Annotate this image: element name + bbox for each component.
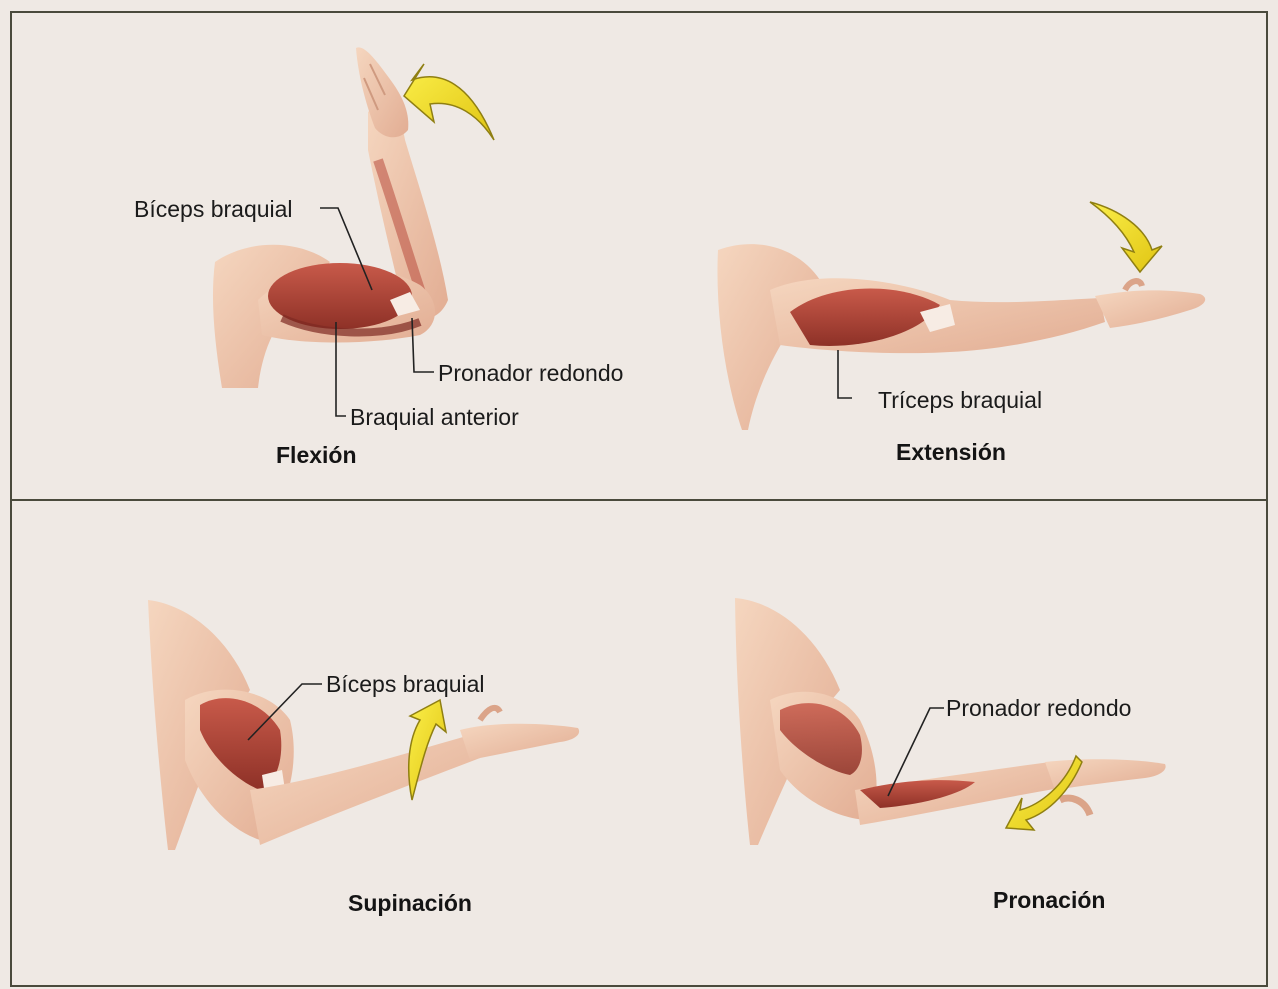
flexion-pronador-label: Pronador redondo: [438, 362, 623, 385]
flexion-title: Flexión: [276, 444, 357, 467]
flexion-biceps-label: Bíceps braquial: [134, 198, 293, 221]
pronation-pronador-label: Pronador redondo: [946, 697, 1131, 720]
supination-biceps-label: Bíceps braquial: [326, 673, 485, 696]
extension-triceps-label: Tríceps braquial: [878, 389, 1042, 412]
supination-title: Supinación: [348, 892, 472, 915]
pronation-title: Pronación: [993, 889, 1105, 912]
flexion-braquial-label: Braquial anterior: [350, 406, 519, 429]
extension-title: Extensión: [896, 441, 1006, 464]
